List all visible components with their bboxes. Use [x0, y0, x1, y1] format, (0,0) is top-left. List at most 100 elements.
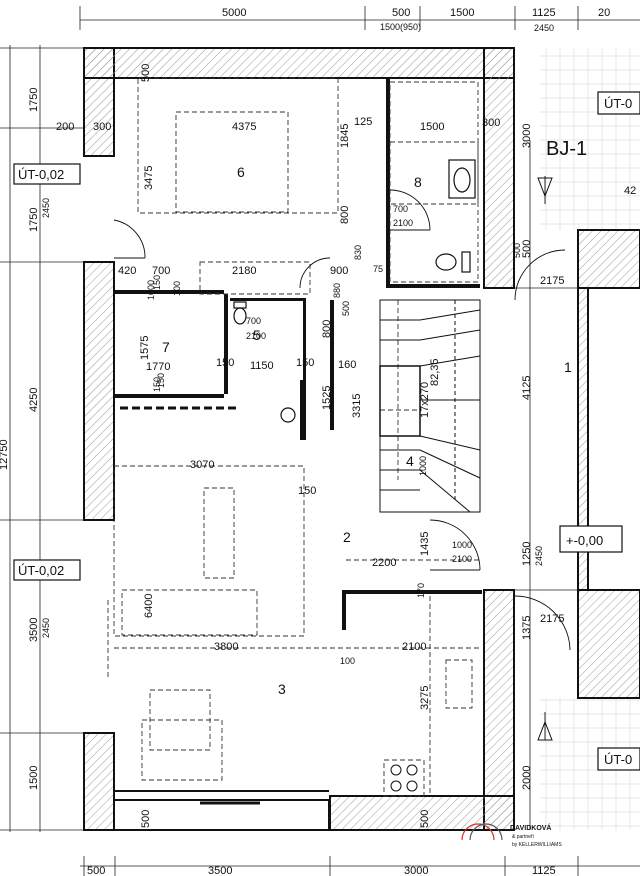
dim: 2100 — [402, 641, 426, 653]
level-label: ÚT-0 — [604, 752, 632, 767]
dim: 1000 — [146, 280, 156, 300]
room-number-7: 7 — [162, 339, 170, 355]
dim-left-2450-mid: 2450 — [41, 198, 51, 218]
dim: 150 — [152, 377, 162, 392]
dim: 830 — [353, 245, 363, 260]
dim: 6400 — [143, 594, 155, 618]
dim-bottom-3000: 3000 — [404, 865, 428, 876]
dim: 42 — [624, 185, 636, 197]
dim: 170 — [416, 583, 426, 598]
toilet-icon — [435, 251, 471, 273]
dim: 1435 — [419, 532, 431, 556]
dim-left-3475: 3475 — [143, 166, 155, 190]
dim: 125 — [354, 116, 372, 128]
dim: 3315 — [351, 394, 363, 418]
dim: 2100 — [246, 331, 266, 341]
dashed-fixtures — [107, 77, 480, 797]
dim-left-1750-top: 1750 — [28, 88, 40, 112]
dim: 1500 — [420, 121, 444, 133]
dim: 1000 — [418, 456, 428, 476]
room-number-5: 5 — [253, 327, 261, 343]
cooktop-icon — [390, 764, 418, 792]
level-label: +-0,00 — [566, 533, 603, 548]
room-number-6: 6 — [237, 164, 245, 180]
level-label: ÚT-0 — [604, 96, 632, 111]
dim-left-200: 200 — [56, 121, 74, 133]
room-number-4: 4 — [406, 453, 414, 469]
dim: 900 — [330, 265, 348, 277]
dim-left-500-bottom: 500 — [140, 810, 152, 828]
dim-left-420: 420 — [118, 265, 136, 277]
dim: 4125 — [521, 376, 533, 400]
dim-top-500: 500 — [392, 7, 410, 19]
dim: 1770 — [146, 361, 170, 373]
room-number-8: 8 — [414, 174, 422, 190]
dim: 700 — [246, 316, 261, 326]
dim: 17x270 — [419, 382, 431, 418]
dim-left-1500: 1500 — [28, 766, 40, 790]
dim: 1845 — [339, 124, 351, 148]
dim: 1250 — [521, 542, 533, 566]
dim-top-5000: 5000 — [222, 7, 246, 19]
dim: 500 — [521, 240, 533, 258]
dim: 300 — [482, 117, 500, 129]
room-number-2: 2 — [343, 529, 351, 545]
dim: 1150 — [250, 360, 274, 372]
level-label: ÚT-0,02 — [18, 563, 64, 578]
dim: 2180 — [232, 265, 256, 277]
dim: 1000 — [452, 540, 472, 550]
dim: 75 — [373, 264, 383, 274]
dim: 800 — [321, 320, 333, 338]
level-label: ÚT-0,02 — [18, 167, 64, 182]
dim: 150 — [152, 275, 162, 290]
staircase — [379, 299, 481, 513]
level-tag-boxes — [13, 91, 640, 771]
dim-left-4250: 4250 — [28, 388, 40, 412]
dim: 3275 — [419, 686, 431, 710]
inner-walls — [114, 78, 482, 792]
dim: 2200 — [372, 557, 396, 569]
watermark-text: & partneři — [512, 834, 534, 840]
dim: 800 — [339, 206, 351, 224]
dim-bottom-500: 500 — [87, 865, 105, 876]
entry-arrow-icon — [537, 177, 553, 198]
dim: 3000 — [521, 124, 533, 148]
watermark-logo: DAVIDKOVÁ & partneři by KELLERWILLIAMS — [461, 823, 562, 848]
dim-top-1500: 1500 — [450, 7, 474, 19]
washbasin-icon — [280, 407, 296, 423]
dim: 700 — [152, 265, 170, 277]
room-number-1: 1 — [564, 359, 572, 375]
dim: 1525 — [321, 386, 333, 410]
dim: 150 — [156, 373, 166, 388]
dim: 150 — [296, 357, 314, 369]
dim-top-2450: 2450 — [534, 23, 554, 33]
dim: 500 — [419, 810, 431, 828]
dim: 500 — [512, 243, 522, 258]
entry-arrow-icon — [537, 720, 553, 741]
dim: 1375 — [521, 616, 533, 640]
dim: 2175 — [540, 613, 564, 625]
door-swings — [113, 176, 571, 740]
sink-icon — [448, 159, 476, 199]
dim: 100 — [340, 656, 355, 666]
dim-bottom-1125: 1125 — [532, 865, 556, 876]
dim: 500 — [341, 301, 351, 316]
dim: 500 — [140, 64, 152, 82]
dim: 2175 — [540, 275, 564, 287]
dim: 82,35 — [429, 358, 441, 386]
dim-bottom-3500: 3500 — [208, 865, 232, 876]
dim-left-3500: 3500 — [28, 618, 40, 642]
dim: 2000 — [521, 766, 533, 790]
dim: 160 — [338, 359, 356, 371]
watermark-text: by KELLERWILLIAMS — [512, 842, 562, 848]
dim: 2450 — [534, 546, 544, 566]
dim: 2100 — [393, 218, 413, 228]
dim: 1575 — [139, 336, 151, 360]
dim-top-20: 20 — [598, 7, 610, 19]
dim-top-1500-950: 1500(950) — [380, 22, 421, 32]
dim-left-12750: 12750 — [0, 439, 10, 470]
dim: 150 — [216, 357, 234, 369]
room-number-3: 3 — [278, 681, 286, 697]
outer-walls — [83, 47, 640, 831]
